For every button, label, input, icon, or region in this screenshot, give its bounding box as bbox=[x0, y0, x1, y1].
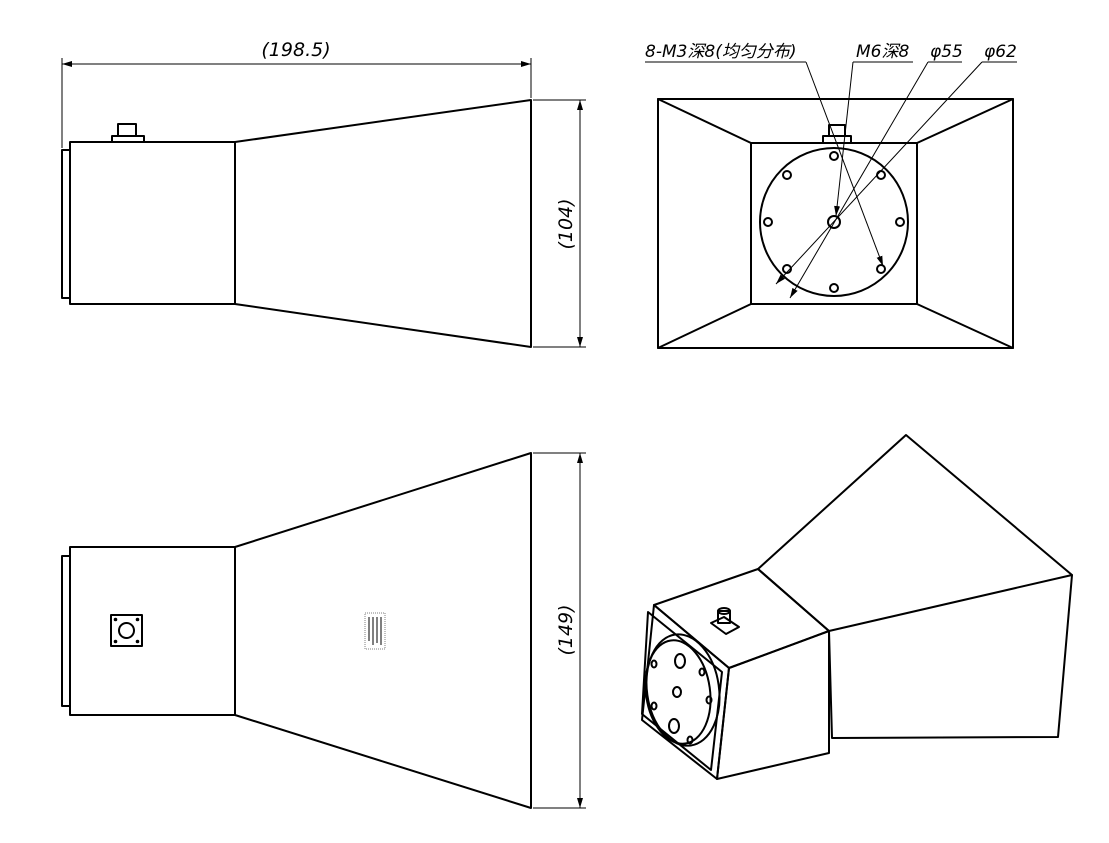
dimension-height-front: (104) bbox=[533, 99, 586, 348]
side-view bbox=[61, 452, 532, 809]
callout-dia-55: φ55 bbox=[930, 42, 963, 62]
callout-dia-62: φ62 bbox=[984, 42, 1017, 62]
front-view-flange bbox=[61, 149, 71, 299]
front-view bbox=[61, 99, 532, 348]
dimension-height-front-label: (104) bbox=[555, 198, 577, 249]
iso-box-side bbox=[716, 630, 830, 780]
connector-icon bbox=[710, 607, 740, 635]
side-view-flange bbox=[61, 555, 71, 707]
callout-thread-holes: 8-M3深8(均匀分布) bbox=[645, 42, 797, 62]
connector-icon bbox=[111, 123, 145, 143]
end-view: 8-M3深8(均匀分布) M6深8 φ55 φ62 bbox=[645, 42, 1017, 349]
bolt-holes bbox=[763, 151, 905, 293]
iso-holes bbox=[650, 653, 713, 745]
connector-icon bbox=[822, 124, 852, 144]
dimension-overall-length-label: (198.5) bbox=[261, 39, 330, 61]
iso-flange-disc bbox=[645, 633, 721, 747]
callout-center-thread: M6深8 bbox=[856, 42, 909, 62]
side-view-horn bbox=[234, 452, 532, 809]
end-view-aperture bbox=[657, 98, 1014, 349]
front-view-horn bbox=[234, 99, 532, 348]
iso-flange-plate bbox=[641, 611, 723, 771]
front-view-body bbox=[69, 141, 236, 305]
isometric-view bbox=[641, 434, 1073, 780]
dimension-height-side: (149) bbox=[533, 452, 586, 809]
flange-circle bbox=[759, 147, 909, 297]
nameplate-marking bbox=[364, 612, 386, 650]
side-view-body bbox=[69, 546, 236, 716]
center-hole bbox=[827, 215, 841, 229]
dimension-overall-length: (198.5) bbox=[61, 39, 532, 148]
connector-square-icon bbox=[110, 614, 143, 647]
dimension-height-side-label: (149) bbox=[555, 604, 577, 655]
iso-box-front bbox=[641, 604, 730, 780]
